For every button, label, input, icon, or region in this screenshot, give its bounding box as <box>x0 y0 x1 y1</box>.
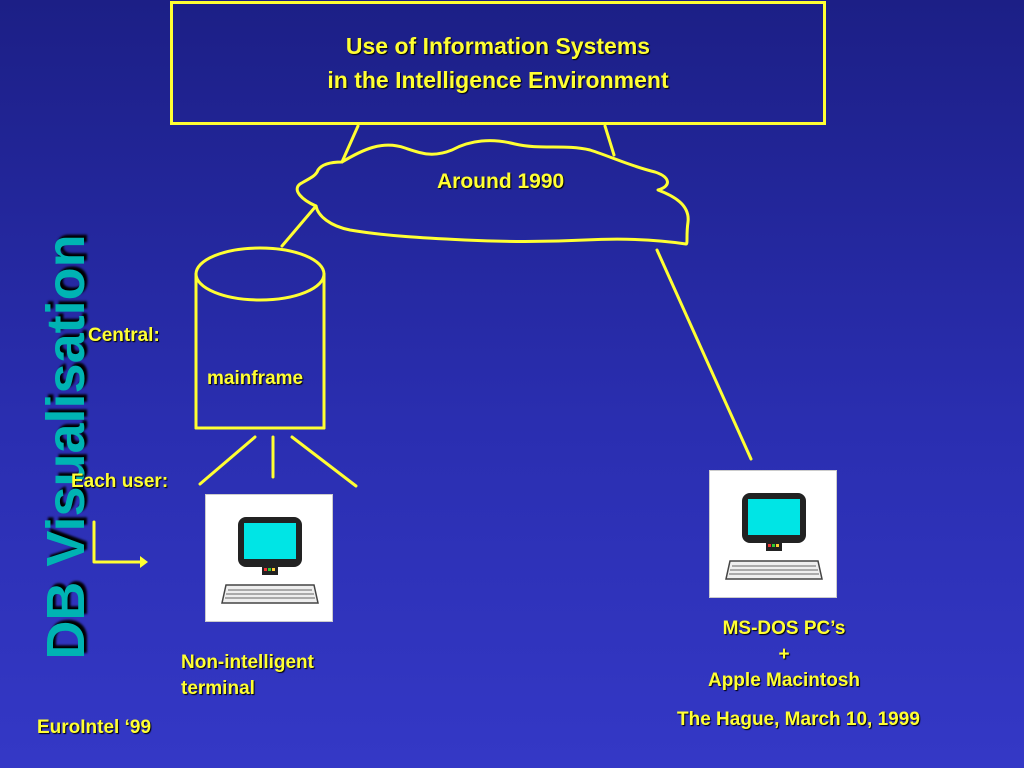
terminal-label: Non-intelligent terminal <box>181 650 314 702</box>
connector-title-cloud-right <box>603 124 616 157</box>
title-line-2: in the Intelligence Environment <box>327 67 669 93</box>
terminal-label-line-2: terminal <box>181 678 255 699</box>
pc-label-line-2: + <box>778 644 790 665</box>
cloud-shape <box>295 139 690 246</box>
computer-pc-icon <box>709 470 837 598</box>
connector-cloud-mainframe <box>280 204 318 248</box>
pc-label-line-3: Apple Macintosh <box>707 670 860 691</box>
mainframe-label: mainframe <box>207 368 304 389</box>
footer-left: EuroIntel ‘99 <box>37 717 152 738</box>
connector-cloud-pc <box>655 248 753 461</box>
footer-right: The Hague, March 10, 1999 <box>677 709 920 730</box>
terminal-line-left <box>198 435 257 486</box>
arrow-head-icon <box>140 556 148 568</box>
cloud-label: Around 1990 <box>437 170 565 193</box>
title-box: Use of Information Systems in the Intell… <box>170 1 826 125</box>
arrow-icon <box>92 520 142 564</box>
each-user-label: Each user: <box>71 471 169 492</box>
terminal-line-right <box>290 435 358 488</box>
pc-label-line-1: MS-DOS PC’s <box>722 618 846 639</box>
central-label: Central: <box>88 325 160 346</box>
title-line-1: Use of Information Systems <box>345 33 651 59</box>
connector-title-cloud-left <box>340 124 360 164</box>
mainframe-cylinder-top <box>194 246 326 302</box>
pc-label: MS-DOS PC’s + Apple Macintosh <box>684 616 884 694</box>
computer-terminal-icon <box>205 494 333 622</box>
terminal-label-line-1: Non-intelligent <box>181 652 314 673</box>
